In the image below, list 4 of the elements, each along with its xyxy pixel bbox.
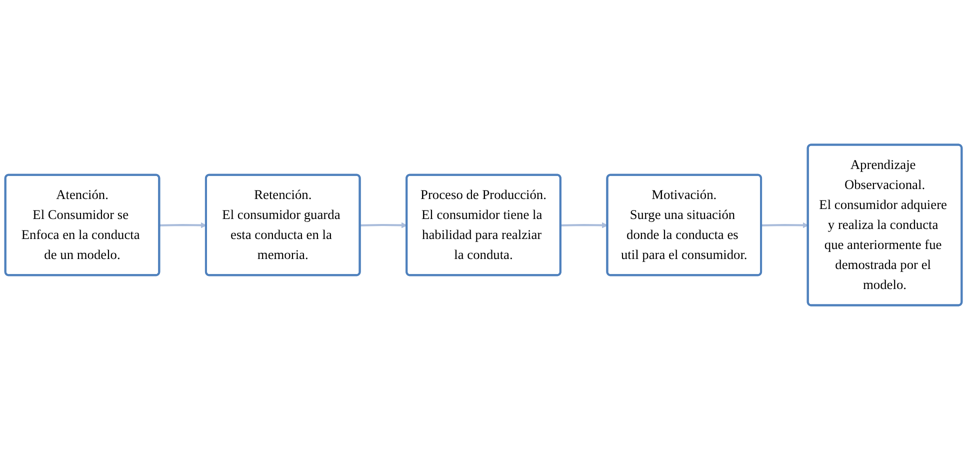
arrow — [360, 222, 408, 228]
arrow — [761, 222, 808, 228]
arrow — [560, 222, 608, 228]
arrow — [159, 222, 207, 228]
